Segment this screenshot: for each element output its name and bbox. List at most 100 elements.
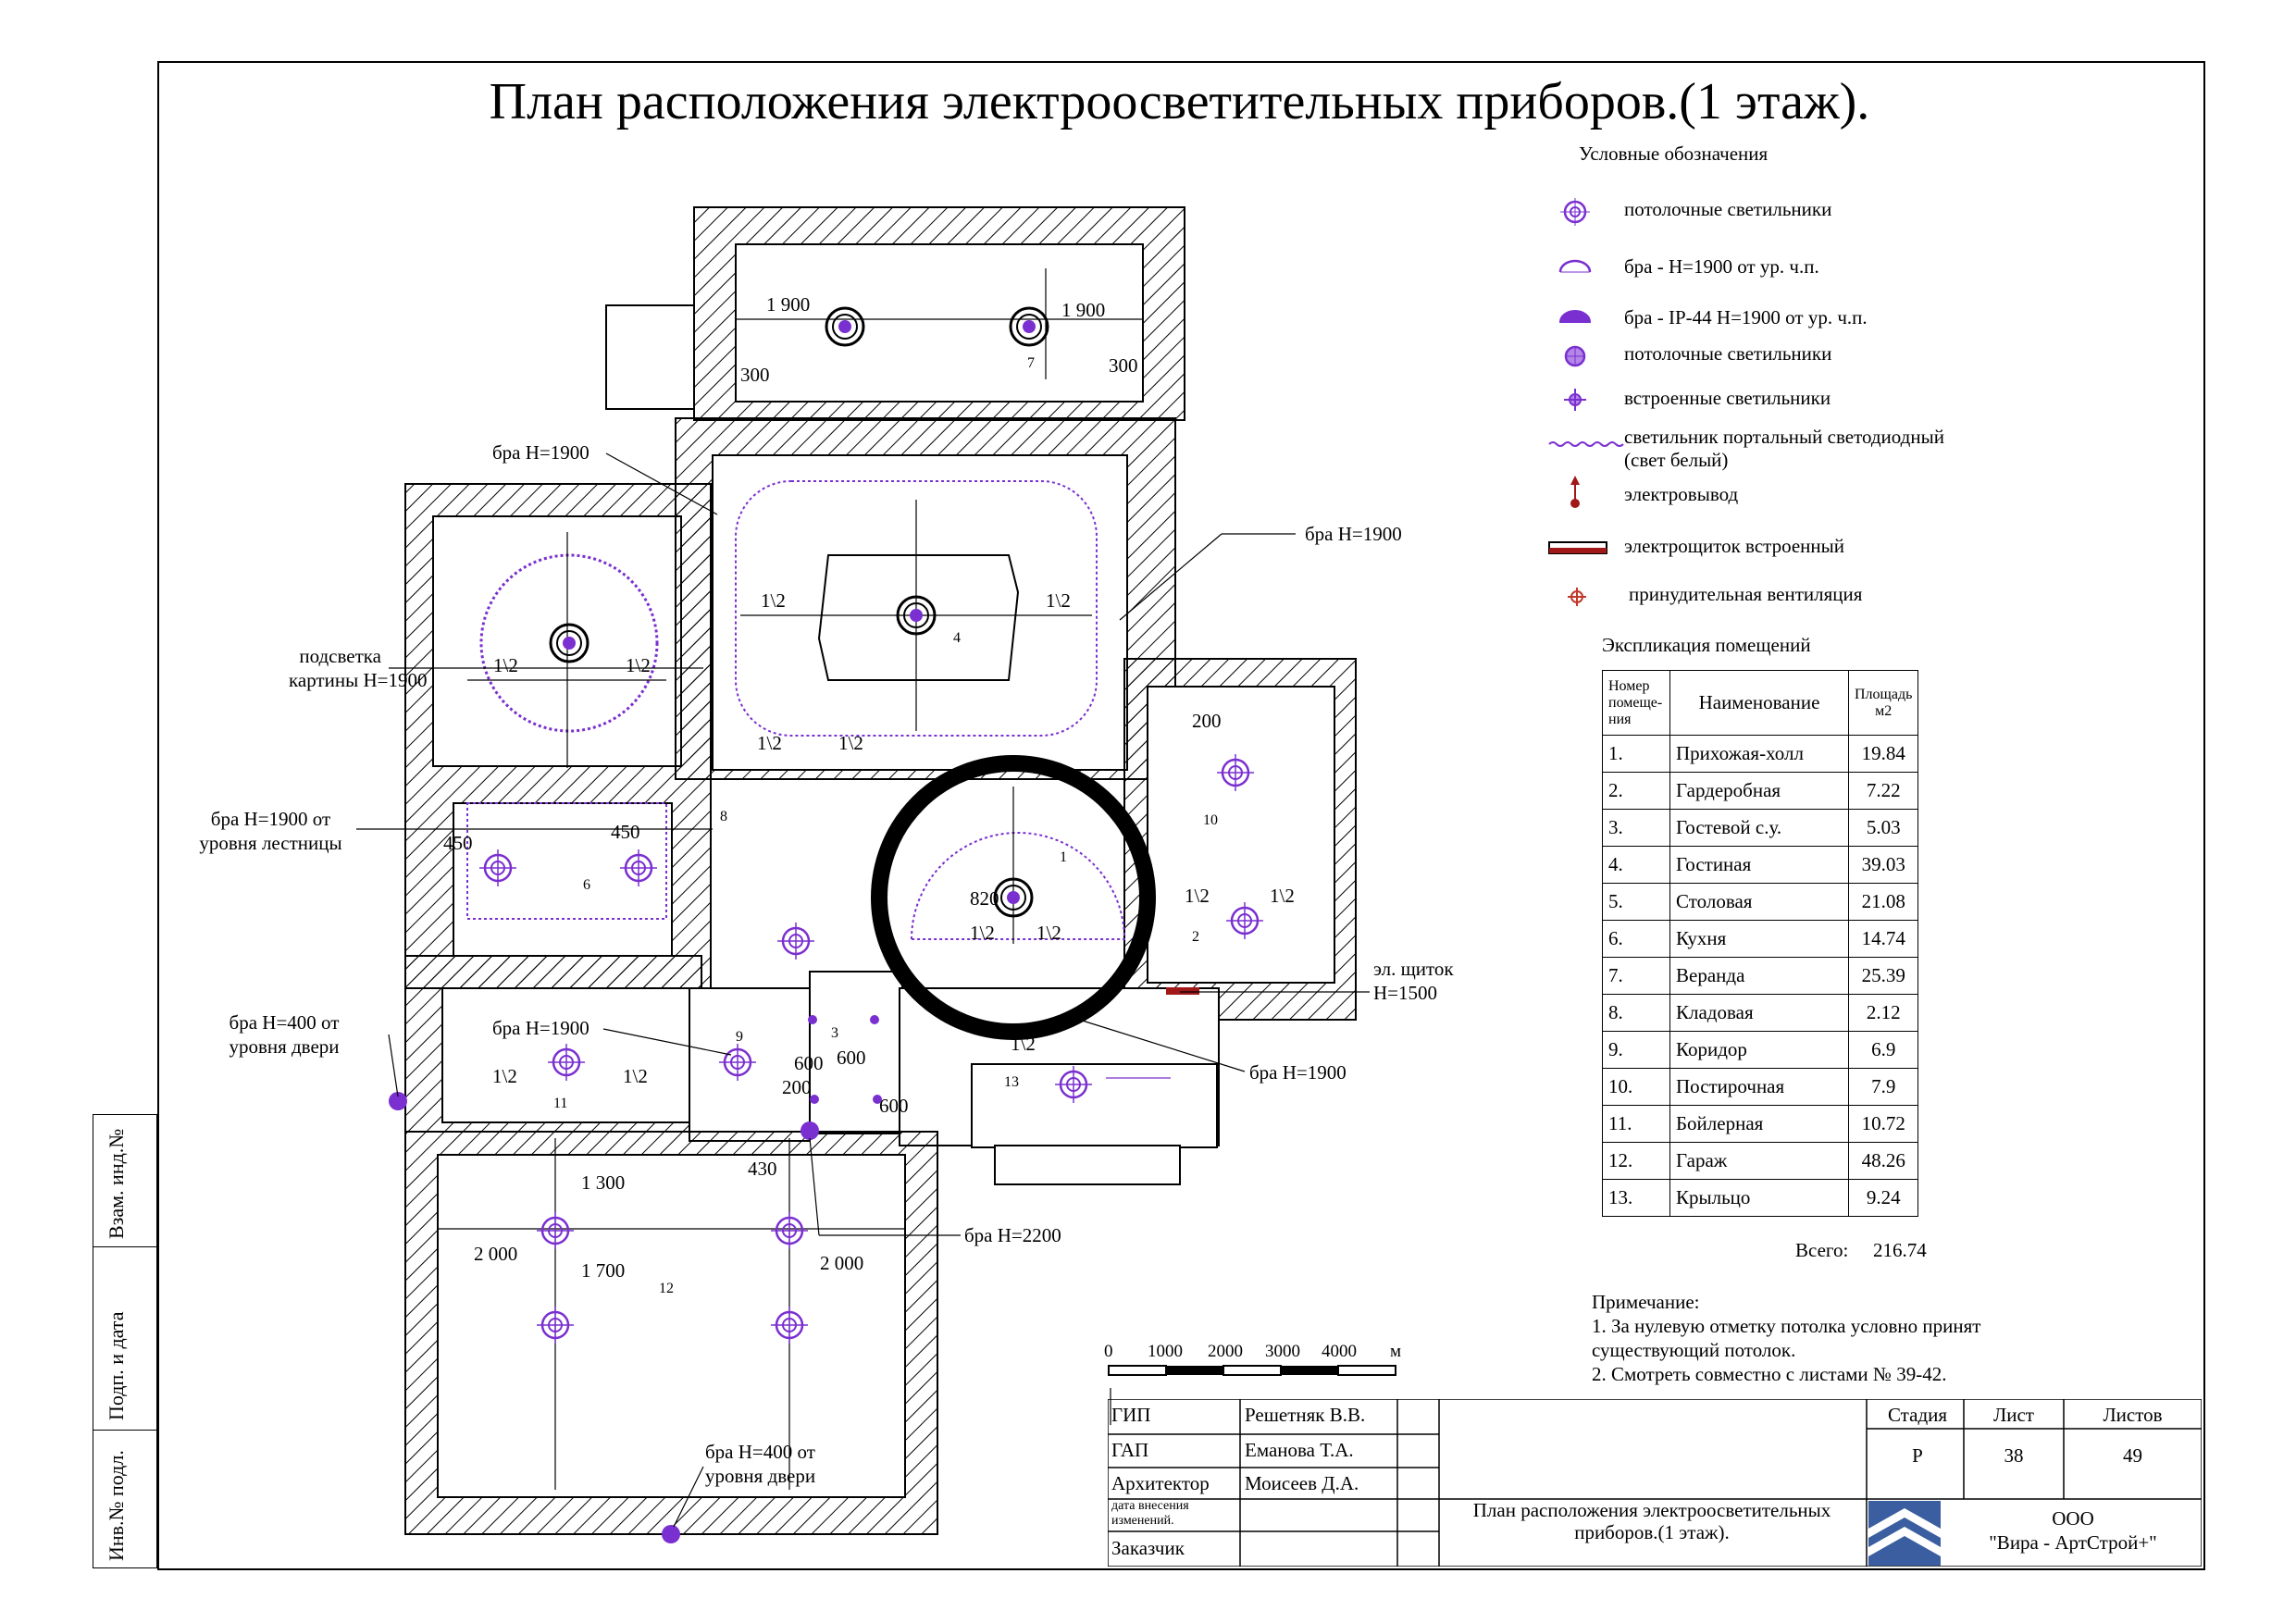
dim-text: 1\2 bbox=[1036, 922, 1061, 944]
stamp-grid bbox=[1108, 1399, 2202, 1567]
table-cell: 9.24 bbox=[1847, 1179, 1919, 1217]
dim-text: 600 bbox=[794, 1052, 824, 1074]
total-label: Всего: bbox=[1795, 1239, 1849, 1261]
drawing-frame bbox=[157, 61, 2205, 1570]
dim-text: 1\2 bbox=[1046, 589, 1071, 612]
sheet-value: 38 bbox=[2004, 1444, 2024, 1467]
table-cell: 7.22 bbox=[1847, 772, 1919, 810]
recessed-light-icon bbox=[1547, 386, 1612, 414]
legend-label: принудительная вентиляция bbox=[1629, 583, 1863, 605]
sheet-label: Лист bbox=[1993, 1404, 2034, 1426]
ceiling-light-icon bbox=[1547, 198, 1612, 226]
led-portal-light-icon bbox=[1547, 430, 1624, 458]
dim-text: 450 bbox=[443, 832, 473, 854]
stamp-name: Еманова Т.А. bbox=[1245, 1439, 1354, 1461]
table-cell: 48.26 bbox=[1847, 1142, 1919, 1180]
dim-text: 300 bbox=[1109, 354, 1138, 377]
dim-text: 300 bbox=[740, 364, 770, 386]
table-cell: 10.72 bbox=[1847, 1105, 1919, 1143]
ceiling-light-filled-icon bbox=[1547, 342, 1612, 370]
room-number-3: 3 bbox=[831, 1025, 838, 1041]
room-number-10: 10 bbox=[1203, 812, 1218, 828]
dim-text: 1\2 bbox=[623, 1065, 648, 1087]
dim-text: 430 bbox=[748, 1158, 777, 1180]
callout-sconce: бра Н=1900 bbox=[492, 441, 590, 464]
table-cell: 7.9 bbox=[1847, 1068, 1919, 1106]
table-cell: Постирочная bbox=[1669, 1068, 1849, 1106]
room-number-12: 12 bbox=[659, 1281, 674, 1296]
table-cell: Крыльцо bbox=[1669, 1179, 1849, 1217]
dim-text: 1\2 bbox=[1270, 885, 1295, 907]
legend-label: электрощиток встроенный bbox=[1624, 535, 1845, 557]
dim-text: 1 900 bbox=[766, 293, 811, 316]
table-cell: 5. bbox=[1602, 883, 1670, 921]
table-cell: 11. bbox=[1602, 1105, 1670, 1143]
room-number-2: 2 bbox=[1192, 929, 1199, 945]
table-cell: Гостевой с.у. bbox=[1669, 809, 1849, 847]
room-garage bbox=[404, 1131, 938, 1535]
table-cell: 3. bbox=[1602, 809, 1670, 847]
dim-text: 820 bbox=[970, 887, 999, 910]
sheets-value: 49 bbox=[2123, 1444, 2142, 1467]
table-cell: 8. bbox=[1602, 994, 1670, 1032]
scale-unit: м bbox=[1390, 1342, 1402, 1361]
dim-text: 1\2 bbox=[757, 732, 782, 754]
table-cell: Кладовая bbox=[1669, 994, 1849, 1032]
table-row: 3.Гостевой с.у.5.03 bbox=[1602, 809, 1919, 847]
room-number-11: 11 bbox=[553, 1096, 568, 1111]
legend-label: светильник портальный светодиодный(свет … bbox=[1624, 426, 1944, 471]
table-cell: 9. bbox=[1602, 1031, 1670, 1069]
dim-text: 1\2 bbox=[1185, 885, 1210, 907]
table-cell: Коридор bbox=[1669, 1031, 1849, 1069]
callout-sconce: бра Н=1900 bbox=[1249, 1061, 1347, 1084]
header-cell: Наименование bbox=[1669, 670, 1849, 736]
callout-sconce: бра Н=2200 bbox=[964, 1224, 1061, 1246]
dim-text: 450 bbox=[611, 821, 640, 843]
dim-text: 1 700 bbox=[581, 1259, 626, 1282]
stamp-name: Решетняк В.В. bbox=[1245, 1404, 1366, 1426]
table-cell: 10. bbox=[1602, 1068, 1670, 1106]
scale-tick: 4000 bbox=[1322, 1342, 1357, 1361]
dim-text: 1\2 bbox=[492, 1065, 517, 1087]
room-number-1: 1 bbox=[1060, 849, 1067, 865]
kitchen-ceiling bbox=[466, 802, 667, 920]
dim-text: 1\2 bbox=[838, 732, 863, 754]
room-number-9: 9 bbox=[736, 1029, 743, 1045]
table-cell: 13. bbox=[1602, 1179, 1670, 1217]
table-cell: 2. bbox=[1602, 772, 1670, 810]
dim-text: 600 bbox=[837, 1047, 866, 1069]
living-room-ceiling bbox=[735, 480, 1098, 737]
scale-bar bbox=[1108, 1365, 1396, 1376]
room-number-8: 8 bbox=[720, 809, 727, 824]
dim-text: 1 300 bbox=[581, 1171, 626, 1194]
stamp-role: ГИП bbox=[1111, 1404, 1151, 1426]
sheet-title: План расположения электроосветительных п… bbox=[1472, 1499, 1831, 1543]
callout-sconce: бра Н=1900 bbox=[492, 1017, 590, 1039]
dim-text: 1\2 bbox=[493, 654, 518, 676]
room-veranda bbox=[605, 206, 1185, 421]
table-cell: 12. bbox=[1602, 1142, 1670, 1180]
callout-sconce: бра Н=1900 bbox=[1305, 523, 1402, 545]
company-name: ООО"Вира - АртСтрой+" bbox=[1989, 1507, 2157, 1554]
scale-tick: 2000 bbox=[1208, 1342, 1243, 1361]
main-walls bbox=[404, 417, 1357, 1185]
wall-sconce-icon bbox=[1547, 252, 1612, 279]
scale-tick: 1000 bbox=[1148, 1342, 1183, 1361]
table-cell: Столовая bbox=[1669, 883, 1849, 921]
table-cell: 25.39 bbox=[1847, 957, 1919, 995]
scale-tick: 0 bbox=[1104, 1342, 1113, 1361]
legend-label: бра - Н=1900 от ур. ч.п. bbox=[1624, 255, 1819, 278]
table-cell: Гардеробная bbox=[1669, 772, 1849, 810]
stage-value: Р bbox=[1912, 1444, 1923, 1467]
